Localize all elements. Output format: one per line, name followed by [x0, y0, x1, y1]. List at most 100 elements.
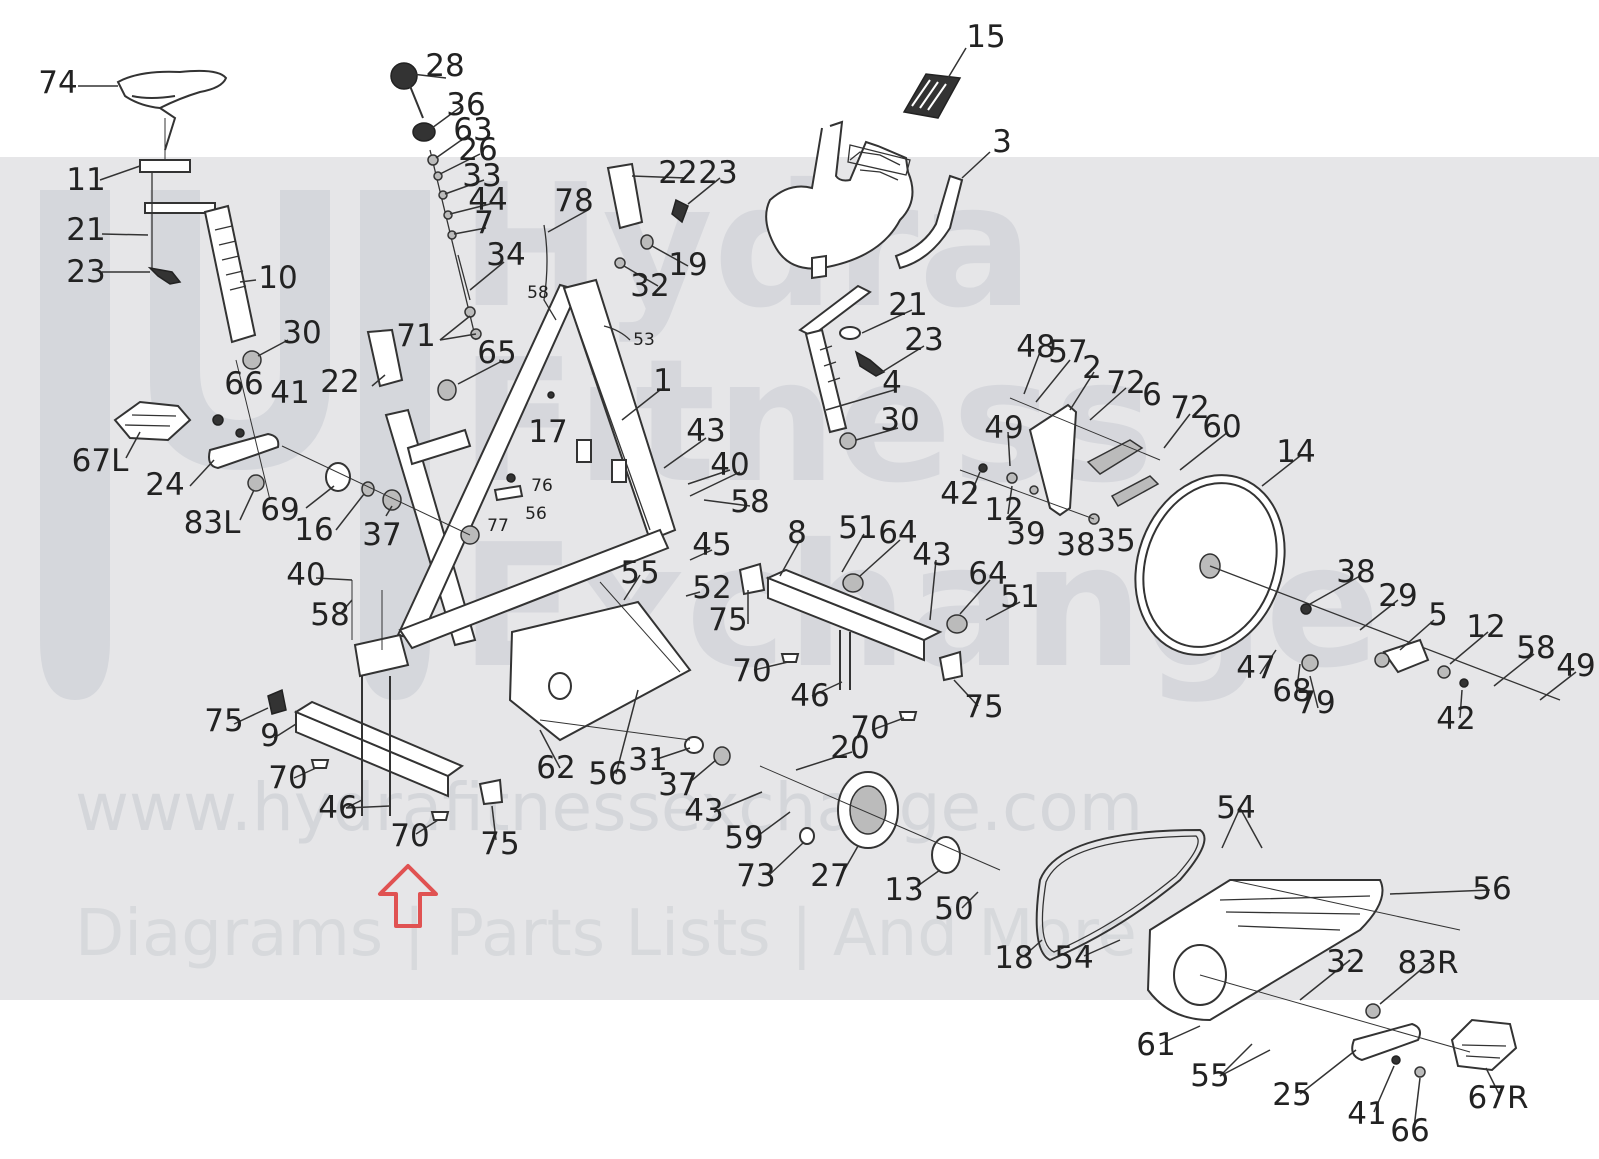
- part-number-label: 72: [1170, 390, 1209, 426]
- part-number-label: 47: [1236, 650, 1275, 686]
- part-number-label: 12: [1466, 609, 1505, 645]
- belt-18-part: [1035, 828, 1206, 962]
- pedal-right-ridges: [1461, 1044, 1507, 1059]
- part-number-label: 46: [318, 790, 357, 826]
- part-number-label: 24: [145, 467, 184, 503]
- frame-head-tube: [562, 278, 677, 542]
- part-number-label: 73: [736, 858, 775, 894]
- part-number-label: 79: [1296, 685, 1335, 721]
- washer-66-part: [212, 414, 224, 426]
- frame-line: [567, 299, 651, 531]
- bolt-76-part: [506, 473, 516, 483]
- part-number-label: 30: [880, 402, 919, 438]
- console-buttons: [911, 79, 947, 111]
- part-number-label: 77: [487, 516, 509, 536]
- part-number-label: 57: [1048, 334, 1087, 370]
- nut-83R-part: [1365, 1003, 1381, 1019]
- nut-71-part: [464, 306, 476, 318]
- washer-12-right-part: [1437, 665, 1451, 679]
- part-number-label: 33: [462, 158, 501, 194]
- knob-23-right-part: [854, 350, 886, 377]
- knob-28-part: [390, 62, 418, 90]
- part-number-label: 55: [620, 555, 659, 591]
- bearing-79-part: [1301, 654, 1319, 672]
- part-number-label: 74: [38, 65, 77, 101]
- nut-83L-part: [247, 474, 265, 492]
- cable-78-part: [543, 224, 557, 321]
- part-number-label: 67L: [72, 443, 129, 479]
- part-number-label: 58: [527, 283, 549, 303]
- bolt-42-part: [978, 463, 988, 473]
- bolt-41-part: [235, 428, 245, 438]
- part-number-label: 83R: [1398, 945, 1459, 981]
- bracket-5-part: [1382, 638, 1430, 674]
- part-number-label: 54: [1054, 940, 1093, 976]
- endcap-75-rear-part: [267, 688, 287, 715]
- post-4-holes: [819, 345, 841, 383]
- part-number-label: 6: [1142, 377, 1162, 413]
- part-number-label: 3: [992, 124, 1012, 160]
- washer-39-part: [1029, 485, 1039, 495]
- part-number-label: 36: [446, 87, 485, 123]
- part-number-label: 21: [66, 212, 105, 248]
- part-number-label: 52: [692, 570, 731, 606]
- part-number-label: 35: [1096, 523, 1135, 559]
- part-number-label: 44: [468, 182, 507, 218]
- handlebar-stem-top: [811, 254, 827, 280]
- axle-line: [1209, 565, 1561, 701]
- part-number-label: 43: [684, 793, 723, 829]
- part-number-label: 25: [1272, 1077, 1311, 1113]
- part-number-label: 30: [282, 315, 321, 351]
- washer-part: [447, 230, 457, 240]
- spacer-31-part: [684, 736, 704, 754]
- part-number-label: 58: [310, 597, 349, 633]
- part-number-label: 43: [686, 413, 725, 449]
- part-number-label: 11: [66, 162, 105, 198]
- bushing-22-part: [366, 328, 404, 388]
- crank-right-part: [1351, 1022, 1421, 1062]
- chainring-hub: [849, 785, 887, 835]
- part-number-label: 14: [1276, 434, 1315, 470]
- part-number-label: 23: [66, 254, 105, 290]
- part-number-label: 27: [810, 858, 849, 894]
- pedal-left-part: [113, 400, 192, 442]
- seat-post-connector: [131, 95, 177, 151]
- seat-slider-part: [139, 159, 191, 173]
- part-number-label: 72: [1106, 365, 1145, 401]
- part-number-label: 22: [320, 364, 359, 400]
- part-number-label: 26: [458, 132, 497, 168]
- leveler-70-part: [780, 653, 800, 663]
- part-number-label: 49: [984, 410, 1023, 446]
- part-number-label: 28: [425, 48, 464, 84]
- spring-36-part: [412, 122, 436, 142]
- part-number-label: 10: [258, 260, 297, 296]
- part-number-label: 56: [1472, 871, 1511, 907]
- red-up-arrow-icon: [378, 864, 438, 928]
- part-number-label: 12: [984, 492, 1023, 528]
- part-number-label: 68: [1272, 673, 1311, 709]
- washer-73-part: [799, 827, 815, 845]
- washer-part: [443, 210, 453, 220]
- handlebar-right-grip: [894, 174, 964, 270]
- leveler-70-rear-part: [310, 759, 330, 769]
- part-number-label: 67R: [1468, 1080, 1529, 1116]
- endcap-75-part: [738, 562, 766, 596]
- washer-66-right-part: [1414, 1066, 1426, 1078]
- washer-32-part: [614, 257, 626, 269]
- part-number-label: 70: [268, 760, 307, 796]
- part-number-label: 69: [260, 492, 299, 528]
- washer-19-part: [640, 234, 654, 250]
- bolt-17-part: [547, 391, 555, 399]
- washer-part: [438, 190, 448, 200]
- part-number-label: 66: [1390, 1113, 1429, 1149]
- part-number-label: 32: [1326, 944, 1365, 980]
- part-number-label: 63: [453, 112, 492, 148]
- part-number-label: 58: [730, 484, 769, 520]
- nut-42-part: [1459, 678, 1469, 688]
- part-number-label: 53: [633, 330, 655, 350]
- cable-53-part: [603, 325, 631, 341]
- part-number-label: 32: [630, 268, 669, 304]
- crank-left-part: [208, 432, 280, 470]
- washer-38-right-part: [1300, 603, 1312, 615]
- part-number-label: 66: [224, 366, 263, 402]
